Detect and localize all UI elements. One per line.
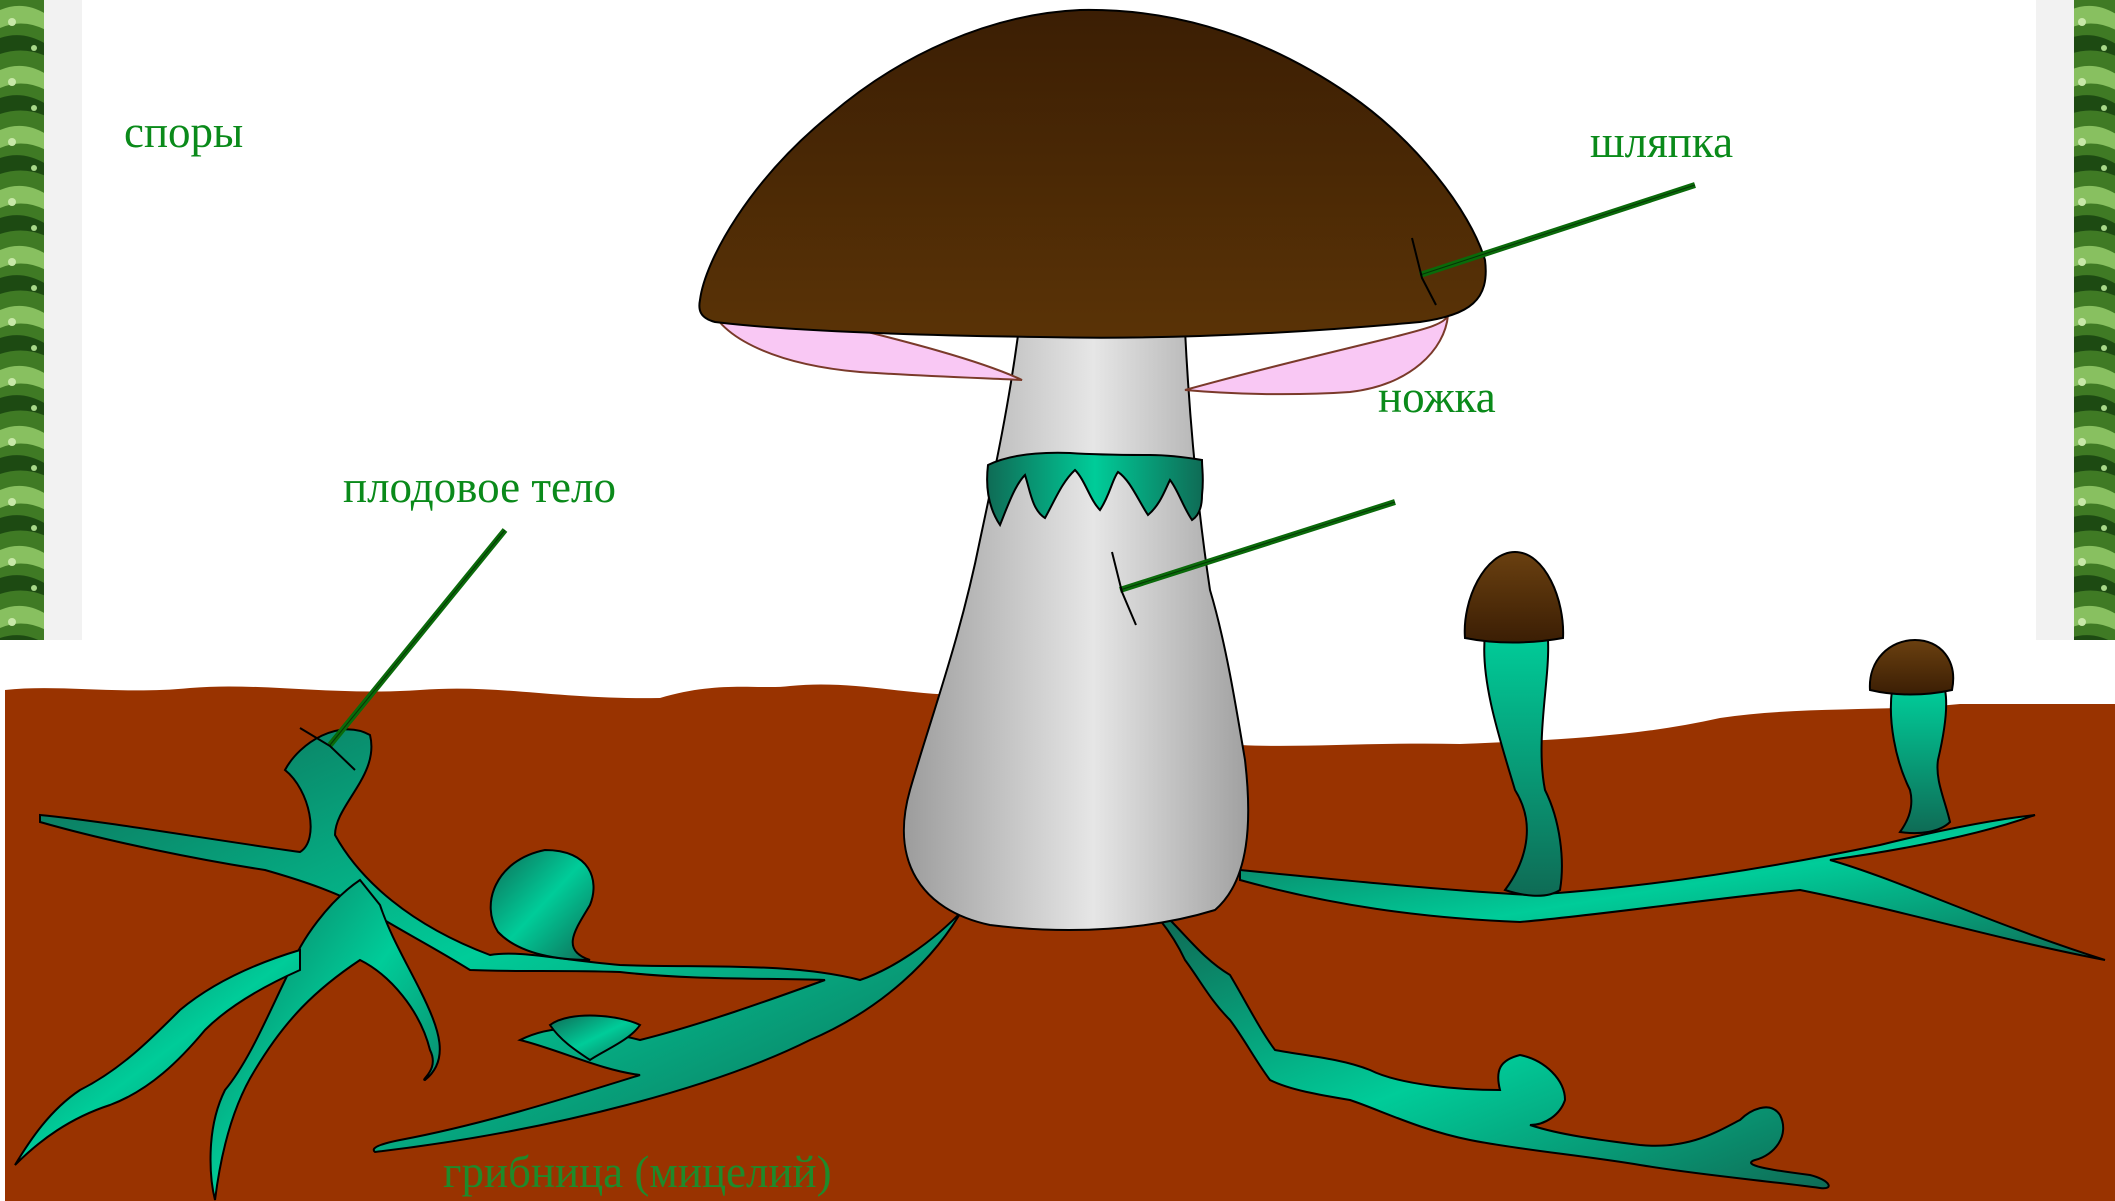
label-fruiting-body: плодовое тело bbox=[343, 465, 616, 510]
right-border bbox=[2074, 0, 2115, 640]
small-mushroom-2-cap bbox=[1870, 640, 1953, 695]
label-mycelium: грибница (мицелий) bbox=[443, 1150, 832, 1195]
label-cap: шляпка bbox=[1590, 120, 1733, 165]
label-stem: ножка bbox=[1378, 375, 1496, 420]
left-border bbox=[0, 0, 44, 640]
label-spores: споры bbox=[124, 110, 243, 155]
main-stem bbox=[904, 320, 1248, 930]
left-border-frame bbox=[44, 0, 82, 640]
main-cap bbox=[699, 10, 1485, 338]
small-mushroom-1-cap bbox=[1465, 552, 1563, 643]
right-border-frame bbox=[2036, 0, 2074, 640]
